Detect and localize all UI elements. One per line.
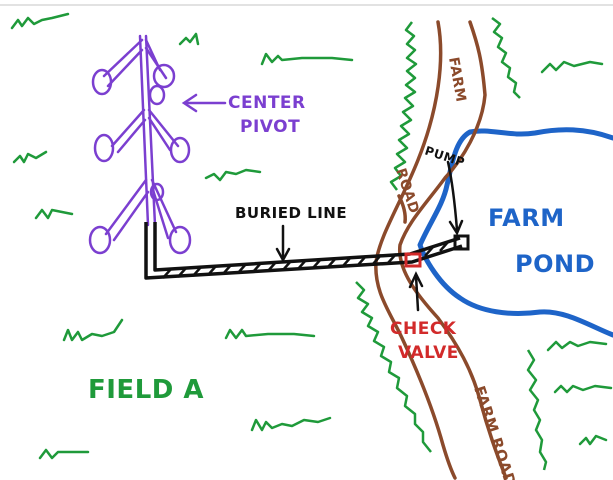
sprinkler-wheel-icon [88, 225, 112, 255]
farm-road-bottom-label: FARM ROAD [470, 384, 519, 480]
check-valve-icon [404, 252, 422, 268]
check-valve-label-line2: VALVE [398, 343, 459, 363]
buried-line [144, 222, 463, 280]
grass-tuft-icon [260, 52, 354, 66]
buried-line-label: BURIED LINE [235, 204, 347, 222]
grass-tuft-icon [540, 60, 604, 74]
arrow-icon [275, 224, 291, 263]
pump-box-icon [453, 234, 470, 251]
check-valve-label-line1: CHECK [390, 319, 457, 339]
grass-tuft-icon [553, 384, 613, 394]
farm-road [374, 20, 508, 480]
sprinkler-wheel-icon [152, 63, 176, 89]
grass-tuft-icon [178, 32, 200, 46]
arrow-icon [181, 93, 227, 113]
center-pivot-label-line1: CENTER [228, 93, 306, 113]
grass-tuft-icon [10, 12, 70, 30]
farm-pond [417, 127, 613, 338]
sprinkler-wheel-icon [93, 133, 115, 163]
farm-pond-label-line2: POND [515, 250, 595, 278]
grass-tuft-icon [250, 416, 332, 432]
grass-edge-right [491, 17, 548, 471]
arrow-icon [408, 271, 424, 312]
center-pivot [102, 34, 180, 242]
grass-tuft-icon [578, 434, 608, 446]
grass-tuft-icon [38, 448, 90, 460]
sprinkler-wheels [88, 63, 192, 255]
sprinkler-wheel-icon [91, 68, 113, 96]
grass-tufts [10, 12, 613, 460]
grass-tuft-icon [34, 208, 74, 220]
field-a-label: FIELD A [88, 375, 204, 405]
grass-tuft-icon [204, 168, 262, 182]
farm-pond-label-line1: FARM [488, 204, 565, 232]
farm-road-top-label: FARM [445, 56, 469, 104]
sprinkler-wheel-icon [169, 136, 191, 164]
grass-edge-left [355, 21, 432, 453]
grass-tuft-icon [12, 150, 48, 164]
arrow-icon [446, 160, 464, 236]
grass-tuft-icon [546, 340, 608, 352]
pump-label: PUMP [423, 144, 467, 170]
grass-tuft-icon [224, 328, 316, 340]
sprinkler-wheel-icon [168, 225, 192, 255]
center-pivot-label-line2: PIVOT [240, 117, 300, 137]
grass-tuft-icon [62, 318, 124, 342]
